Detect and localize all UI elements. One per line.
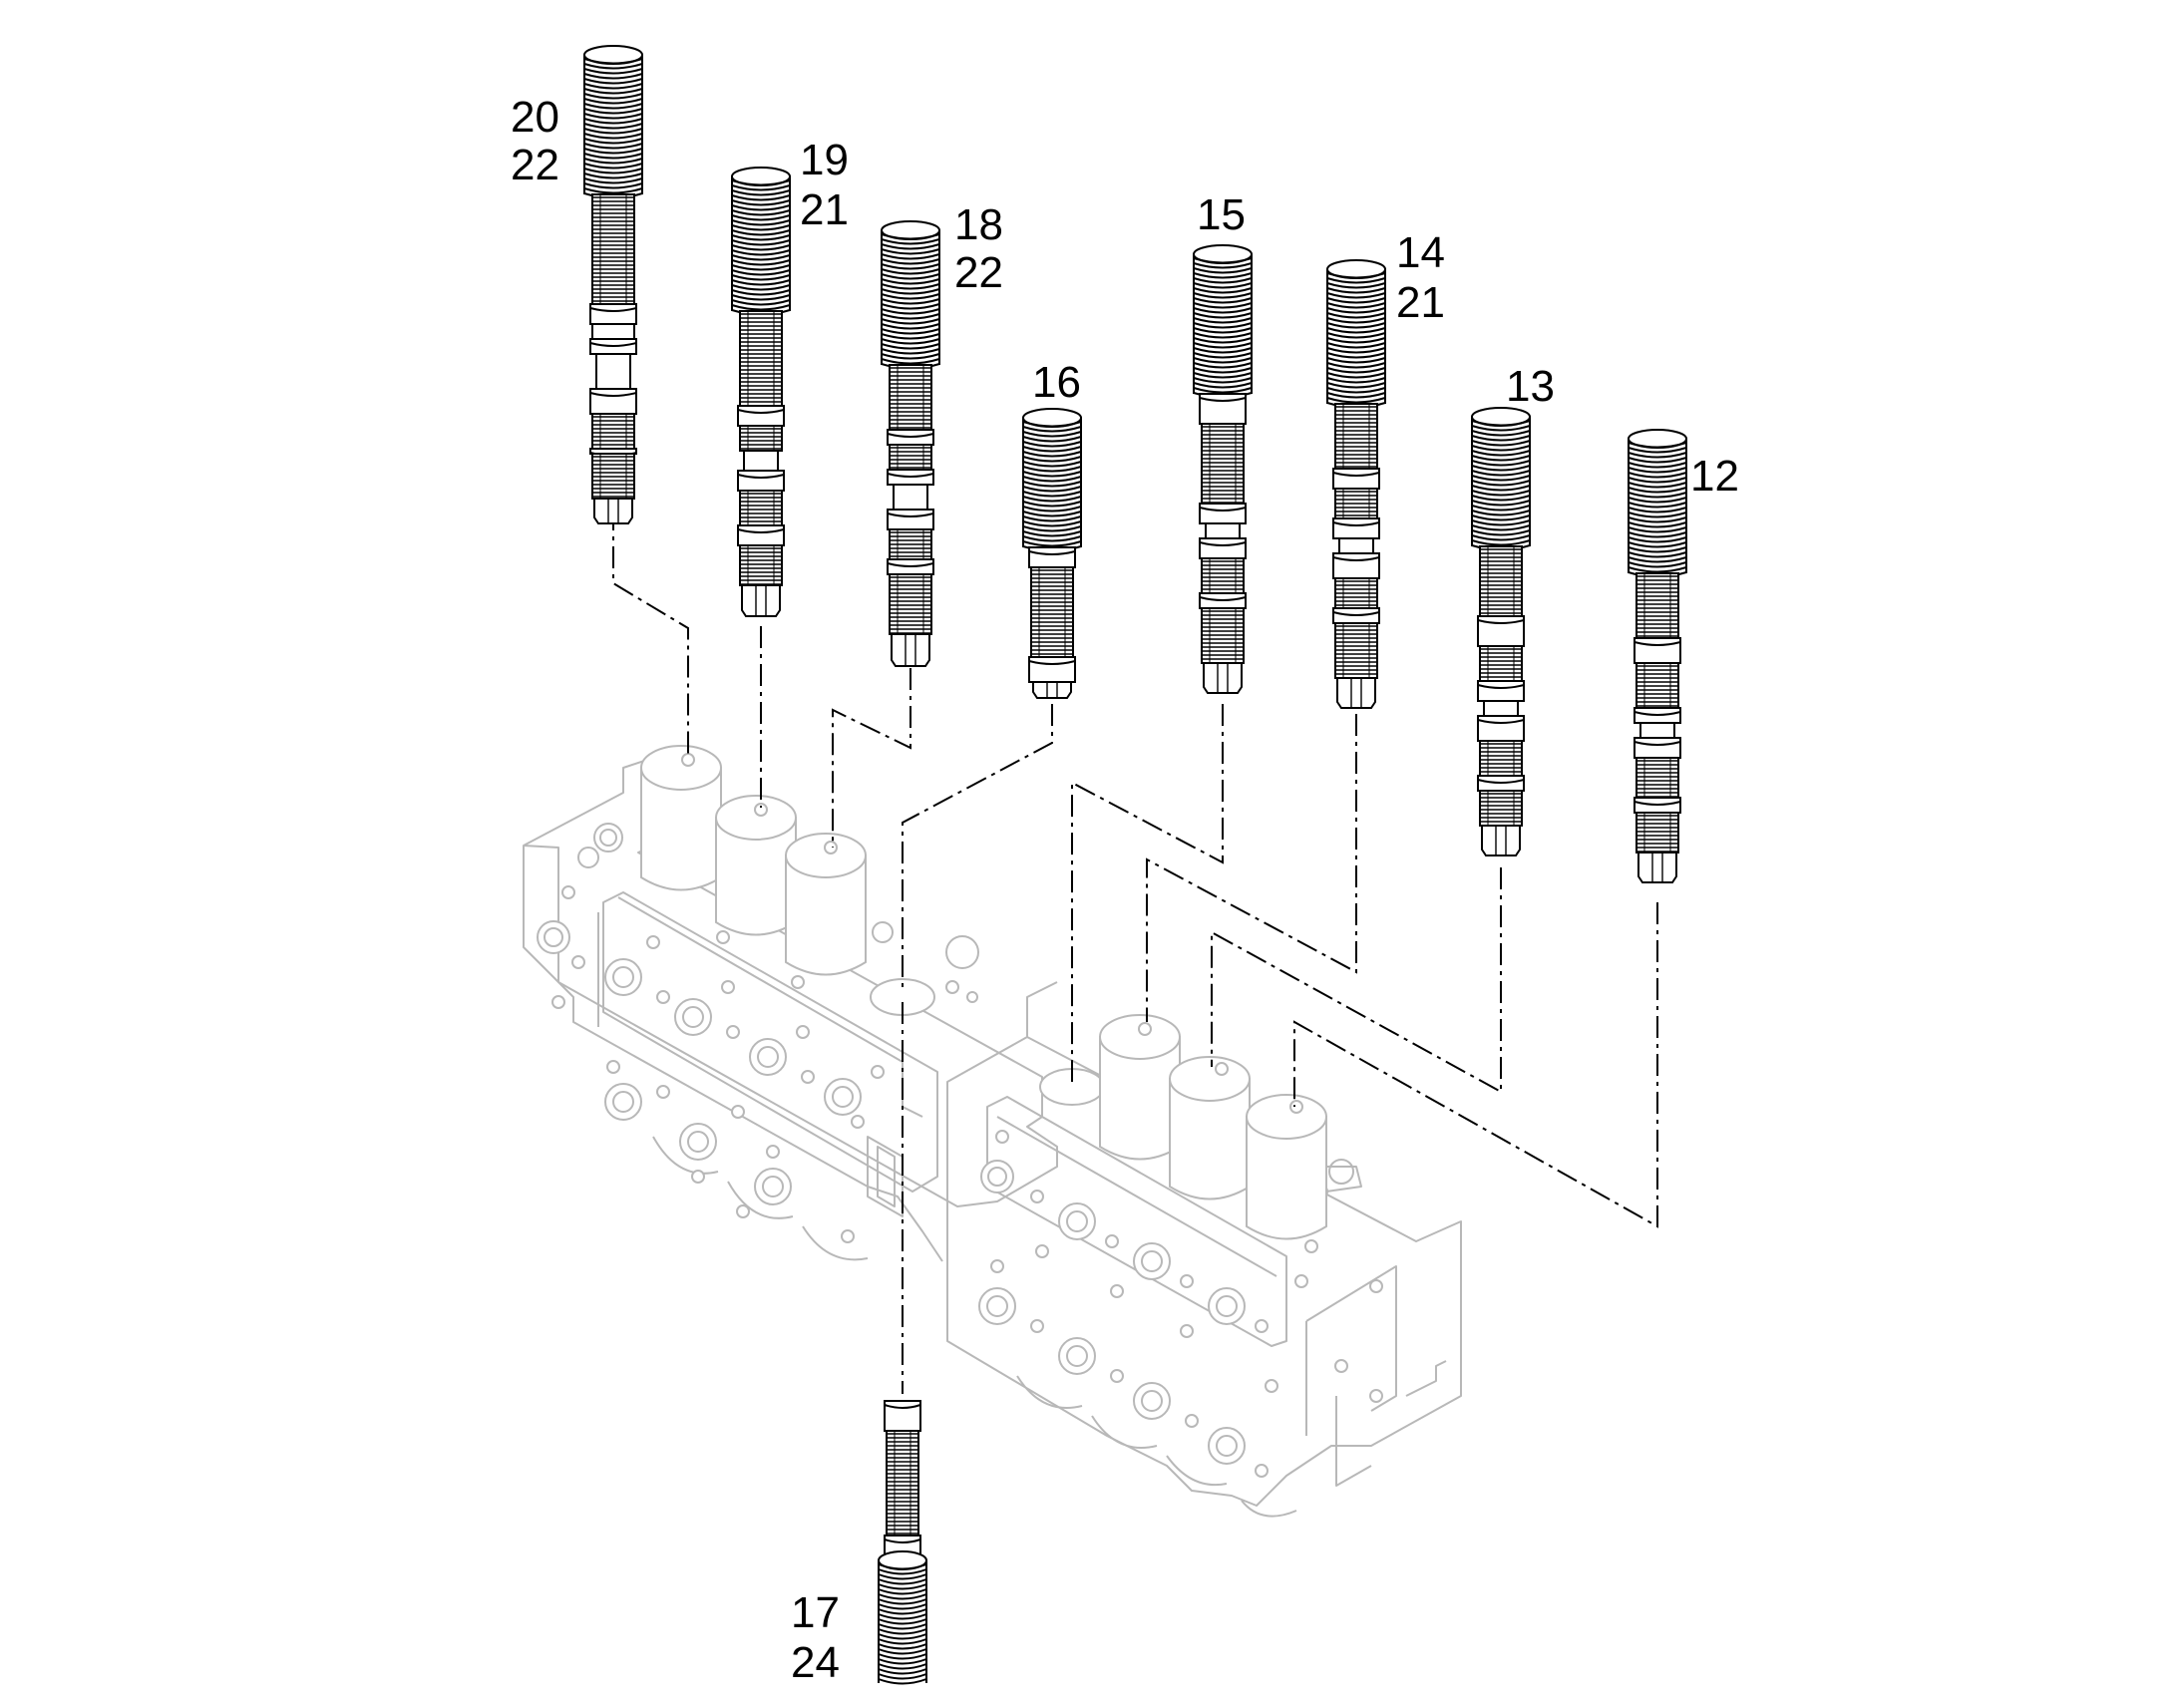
callout-18: 18 xyxy=(954,200,1003,249)
callout-19: 19 xyxy=(800,136,849,184)
valve-cap-6 xyxy=(1246,1094,1327,1240)
spool-20-22 xyxy=(583,45,643,524)
mounting-holes-left xyxy=(537,823,978,1243)
mounting-holes-right xyxy=(978,1130,1383,1478)
callout-21-b: 21 xyxy=(1396,278,1445,327)
callout-24: 24 xyxy=(791,1638,840,1687)
callout-22-b: 22 xyxy=(954,248,1003,297)
spool-14-21 xyxy=(1326,259,1386,709)
valve-cap-4 xyxy=(1099,1014,1181,1161)
valve-cap-1 xyxy=(640,745,722,891)
spool-12 xyxy=(1628,429,1687,883)
callout-15: 15 xyxy=(1197,190,1246,239)
valve-cap-3 xyxy=(785,833,867,976)
spool-18-22 xyxy=(881,220,940,667)
spool-16 xyxy=(1022,408,1082,699)
valve-cap-2 xyxy=(715,795,797,936)
callout-21-a: 21 xyxy=(800,185,849,234)
callout-20: 20 xyxy=(511,93,559,142)
callout-17: 17 xyxy=(791,1588,840,1637)
callout-14: 14 xyxy=(1396,228,1445,277)
spool-13 xyxy=(1471,407,1531,856)
leader-lines xyxy=(612,509,1658,1394)
callout-22-a: 22 xyxy=(511,141,559,189)
callout-16: 16 xyxy=(1032,358,1081,407)
spool-17-24 xyxy=(878,1400,927,1685)
spool-15 xyxy=(1193,244,1253,694)
spool-19-21 xyxy=(731,167,791,617)
callout-13: 13 xyxy=(1506,362,1555,411)
valve-cap-5 xyxy=(1169,1056,1251,1200)
control-valve-body xyxy=(523,745,1462,1518)
callout-12: 12 xyxy=(1690,452,1739,501)
